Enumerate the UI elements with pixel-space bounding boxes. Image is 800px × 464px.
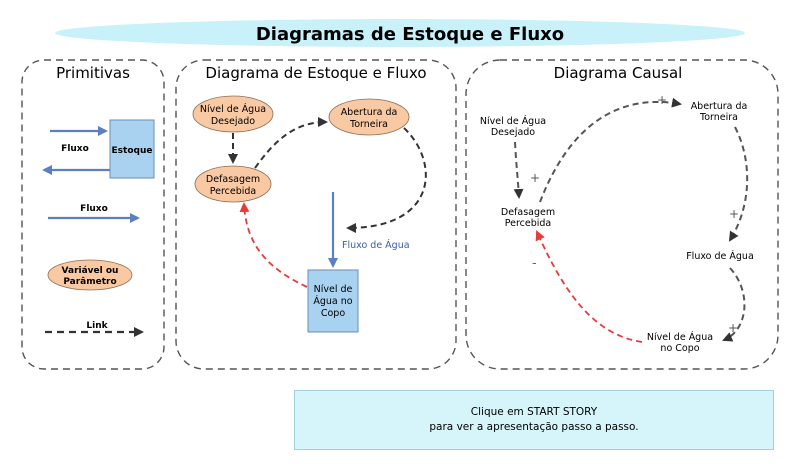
- node-tap-opening-label-1: Abertura da: [341, 107, 398, 118]
- causal-gap-1: Defasagem: [501, 207, 555, 218]
- causal-link-tap-to-flow: [728, 126, 749, 242]
- causal-sign-desired-to-gap: +: [530, 171, 540, 185]
- start-story-instructions: Clique em START STORY para ver a apresen…: [294, 390, 774, 450]
- node-desired-level: [192, 95, 274, 133]
- causal-link-gap-to-tap: [539, 97, 682, 203]
- node-gap: [194, 165, 272, 203]
- causal-tap-opening-1: Abertura da: [691, 101, 748, 112]
- causal-link-flow-to-level: [722, 267, 746, 342]
- causal-glass-level-1: Nível de Água: [647, 331, 713, 343]
- causal-sign-tap-to-flow: +: [729, 207, 739, 221]
- causal-link-desired-to-gap: [513, 141, 524, 199]
- stock-primitive-label: Estoque: [112, 146, 153, 156]
- panel-stock-flow: [175, 59, 457, 370]
- stock-glass-level-label-2: Água no: [313, 295, 352, 307]
- node-desired-level-label-1: Nível de Água: [200, 103, 266, 115]
- variable-primitive-label-2: Parâmetro: [63, 277, 116, 287]
- causal-sign-gap-to-tap: +: [657, 93, 667, 107]
- stock-glass-level: [307, 269, 359, 333]
- causal-desired-level-2: Desejado: [491, 127, 535, 138]
- node-tap-opening-label-2: Torneira: [349, 119, 388, 130]
- node-gap-label-2: Percebida: [210, 186, 257, 197]
- stock-glass-level-label-1: Nível de: [314, 284, 353, 295]
- causal-glass-level-2: no Copo: [660, 343, 699, 354]
- causal-sign-level-to-gap: -: [532, 256, 537, 271]
- causal-gap-2: Percebida: [505, 218, 552, 229]
- causal-link-level-to-gap: [535, 230, 643, 343]
- link-gap-to-tap: [254, 117, 328, 169]
- node-desired-level-label-2: Desejado: [211, 116, 255, 127]
- node-tap-opening: [328, 98, 410, 136]
- stock-flow-title: Diagrama de Estoque e Fluxo: [205, 64, 426, 82]
- primitives-title: Primitivas: [56, 64, 130, 82]
- causal-title: Diagrama Causal: [554, 64, 683, 82]
- causal-desired-level-1: Nível de Água: [480, 115, 546, 127]
- link-tap-to-flow: [346, 127, 427, 233]
- instructions-line-2: para ver a apresentação passo a passo.: [429, 421, 639, 433]
- link-level-to-gap: [239, 202, 308, 288]
- link-primitive-label: Link: [86, 321, 108, 331]
- primitive-flow-label-1: Fluxo: [61, 144, 89, 154]
- variable-primitive: [47, 259, 133, 291]
- title-banner: [55, 19, 745, 47]
- stock-primitive: [109, 119, 155, 179]
- page-title: Diagramas de Estoque e Fluxo: [256, 24, 564, 45]
- causal-tap-opening-2: Torneira: [699, 112, 738, 123]
- node-gap-label-1: Defasagem: [206, 174, 260, 185]
- panel-primitives: [21, 59, 165, 370]
- panel-causal: [465, 59, 779, 370]
- primitive-flow-label-2: Fluxo: [80, 204, 108, 214]
- water-flow-label: Fluxo de Água: [342, 239, 410, 251]
- stock-glass-level-label-3: Copo: [321, 308, 345, 319]
- variable-primitive-label-1: Variável ou: [62, 266, 119, 276]
- causal-sign-flow-to-level: +: [728, 321, 738, 335]
- causal-water-flow: Fluxo de Água: [686, 250, 754, 262]
- instructions-line-1: Clique em START STORY: [470, 406, 598, 418]
